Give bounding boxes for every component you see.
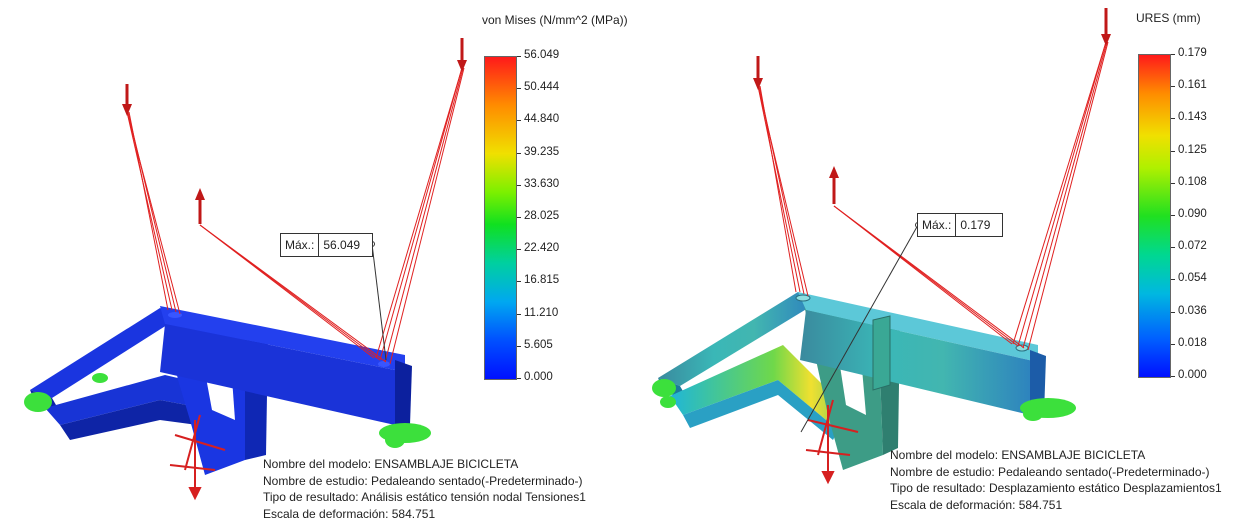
study-name-line: Nombre de estudio: Pedaleando sentado(-P… xyxy=(263,473,583,488)
scale-tick-mark xyxy=(517,281,521,283)
scale-tick-label: 11.210 xyxy=(524,306,559,319)
max-label: Máx.: xyxy=(281,234,320,256)
scale-tick-mark xyxy=(1171,376,1175,377)
max-stress-callout[interactable]: Máx.: 56.049 xyxy=(280,233,374,257)
result-type-line: Tipo de resultado: Desplazamiento estáti… xyxy=(890,481,1222,495)
scale-tick-label: 0.000 xyxy=(524,371,553,383)
legend-title: von Mises (N/mm^2 (MPa)) xyxy=(482,13,628,27)
scale-tick-label: 44.840 xyxy=(524,113,560,126)
pedal-load-cluster xyxy=(805,399,859,485)
scale-tick-mark xyxy=(1171,182,1175,184)
scale-tick-label: 0.125 xyxy=(1178,143,1207,156)
max-label: Máx.: xyxy=(918,214,957,236)
scale-tick-label: 0.179 xyxy=(1178,47,1207,59)
deformation-scale-line: Escala de deformación: 584.751 xyxy=(890,497,1063,512)
pedal-load-cluster xyxy=(169,414,226,501)
scale-tick-mark xyxy=(517,345,521,347)
scale-tick-mark xyxy=(517,378,521,379)
scale-tick-mark xyxy=(517,313,521,315)
displacement-result-panel: URES (mm) 0.179 0.161 0.143 0.125 0.108 0.090… xyxy=(628,0,1256,525)
scale-tick-label: 0.143 xyxy=(1178,111,1207,124)
scale-tick-label: 5.605 xyxy=(524,338,553,351)
scale-tick-mark xyxy=(517,217,521,218)
scale-tick-mark xyxy=(1171,343,1175,345)
study-name-line: Nombre de estudio: Pedaleando sentado(-P… xyxy=(890,464,1210,479)
scale-tick-label: 50.444 xyxy=(524,81,560,94)
study-info: Nombre del modelo: ENSAMBLAJE BICICLETA … xyxy=(263,456,586,522)
scale-tick-mark xyxy=(517,88,521,90)
force-arrows xyxy=(122,38,467,224)
bicycle-frame-mesh xyxy=(30,306,412,475)
scale-tick-label: 0.161 xyxy=(1178,79,1207,92)
stress-model-viewport[interactable] xyxy=(0,0,628,525)
scale-tick-mark xyxy=(517,120,521,122)
scale-tick-label: 0.090 xyxy=(1178,208,1207,220)
study-info: Nombre del modelo: ENSAMBLAJE BICICLETA … xyxy=(890,447,1222,513)
max-callout-leader xyxy=(800,224,919,433)
scale-tick-mark xyxy=(517,56,521,57)
scale-tick-label: 0.108 xyxy=(1178,175,1207,188)
scale-tick-mark xyxy=(1171,86,1175,88)
scale-tick-label: 0.000 xyxy=(1178,369,1207,381)
scale-tick-mark xyxy=(1171,279,1175,281)
scale-tick-label: 28.025 xyxy=(524,210,560,222)
load-vectors xyxy=(126,67,465,365)
max-displacement-callout[interactable]: Máx.: 0.179 xyxy=(917,213,1004,237)
scale-tick-mark xyxy=(1171,311,1175,313)
displacement-color-scale xyxy=(1138,54,1171,378)
fixture-markers xyxy=(24,373,431,448)
model-name-line: Nombre del modelo: ENSAMBLAJE BICICLETA xyxy=(890,448,1146,462)
scale-tick-mark xyxy=(517,184,521,186)
stress-color-scale xyxy=(484,56,517,380)
scale-tick-mark xyxy=(517,152,521,154)
scale-tick-mark xyxy=(1171,54,1175,55)
scale-tick-label: 22.420 xyxy=(524,242,560,255)
scale-tick-mark xyxy=(1171,215,1175,216)
scale-tick-mark xyxy=(517,249,521,251)
result-type-line: Tipo de resultado: Análisis estático ten… xyxy=(263,490,586,504)
max-value: 56.049 xyxy=(323,238,361,252)
scale-tick-label: 56.049 xyxy=(524,49,560,61)
max-callout-leader xyxy=(371,243,387,361)
scale-tick-mark xyxy=(1171,118,1175,120)
scale-tick-label: 0.036 xyxy=(1178,304,1207,317)
scale-tick-label: 0.054 xyxy=(1178,272,1207,285)
scale-tick-mark xyxy=(1171,247,1175,249)
displacement-model-viewport[interactable] xyxy=(628,0,1256,525)
scale-tick-label: 33.630 xyxy=(524,177,560,190)
legend-title: URES (mm) xyxy=(1136,11,1201,25)
bicycle-frame-mesh xyxy=(658,292,1046,470)
fixture-markers xyxy=(652,379,1076,421)
stress-result-panel: von Mises (N/mm^2 (MPa)) 56.049 50.444 44.… xyxy=(0,0,628,525)
scale-tick-label: 39.235 xyxy=(524,145,560,158)
scale-tick-label: 0.018 xyxy=(1178,336,1207,349)
scale-tick-label: 16.815 xyxy=(524,274,560,287)
scale-tick-label: 0.072 xyxy=(1178,240,1207,253)
deformation-scale-line: Escala de deformación: 584.751 xyxy=(263,506,436,521)
model-name-line: Nombre del modelo: ENSAMBLAJE BICICLETA xyxy=(263,457,519,471)
load-vectors xyxy=(757,41,1109,351)
max-value: 0.179 xyxy=(960,218,991,232)
scale-tick-mark xyxy=(1171,150,1175,152)
force-arrows xyxy=(753,8,1111,204)
